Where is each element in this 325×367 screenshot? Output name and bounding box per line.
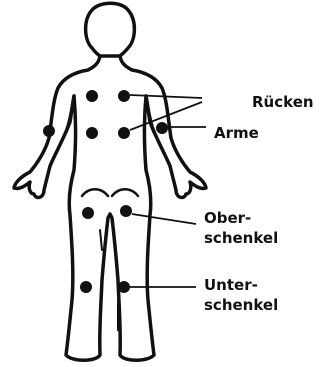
body-outline [14, 56, 206, 360]
dot-thigh-right [120, 205, 132, 217]
dot-calf-right [118, 281, 130, 293]
dot-thigh-left [82, 207, 94, 219]
label-unterschenkel-line1: Unter- [204, 276, 258, 294]
dot-calf-left [80, 281, 92, 293]
head-outline [86, 3, 135, 56]
leader-oberschenkel [132, 214, 196, 224]
label-arme: Arme [214, 124, 259, 142]
label-ruecken: Rücken [252, 93, 314, 111]
dot-back-lower-left [86, 127, 98, 139]
buttock-line [82, 189, 138, 196]
dot-back-upper-left [86, 90, 98, 102]
dot-arm-right [156, 122, 168, 134]
label-unterschenkel-line2: schenkel [204, 296, 278, 314]
label-oberschenkel-line2: schenkel [204, 229, 278, 247]
dot-back-upper-right [118, 90, 130, 102]
leg-seam-left [100, 230, 102, 250]
dot-arm-left [43, 125, 55, 137]
label-oberschenkel-line1: Ober- [204, 209, 251, 227]
dot-back-lower-right [118, 127, 130, 139]
